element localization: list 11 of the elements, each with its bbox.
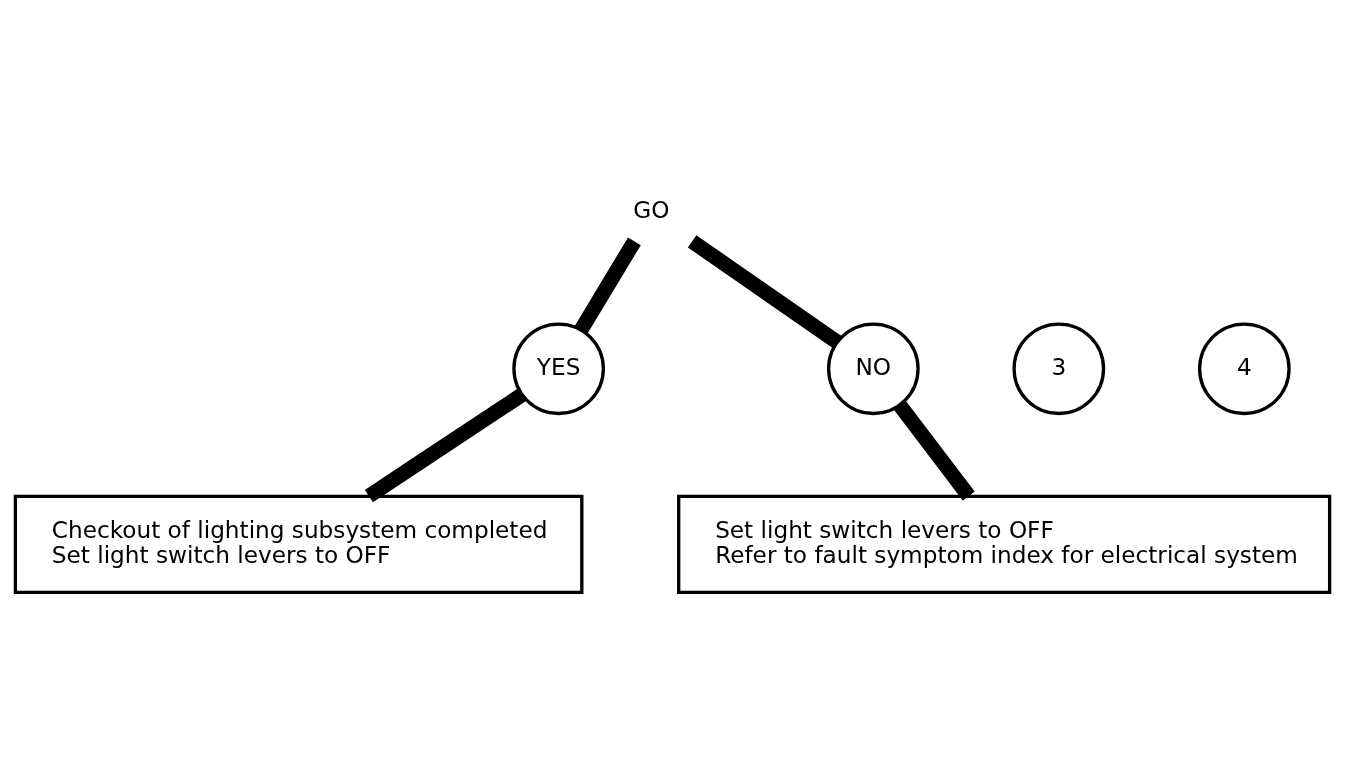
- node-circle: 3: [1012, 321, 1106, 415]
- connector: [574, 237, 641, 334]
- node-text: GO: [633, 195, 670, 223]
- connector: [893, 400, 975, 501]
- node-box: Checkout of lighting subsystem completed Set light switch levers to OFF: [13, 494, 584, 594]
- node-circle: NO: [826, 321, 920, 415]
- node-box: Set light switch levers to OFF Refer to fault symptom index for electrical system: [677, 494, 1332, 594]
- node-circle: 4: [1197, 321, 1291, 415]
- node-circle: YES: [512, 321, 605, 415]
- connector: [687, 234, 842, 348]
- connector: [364, 388, 527, 502]
